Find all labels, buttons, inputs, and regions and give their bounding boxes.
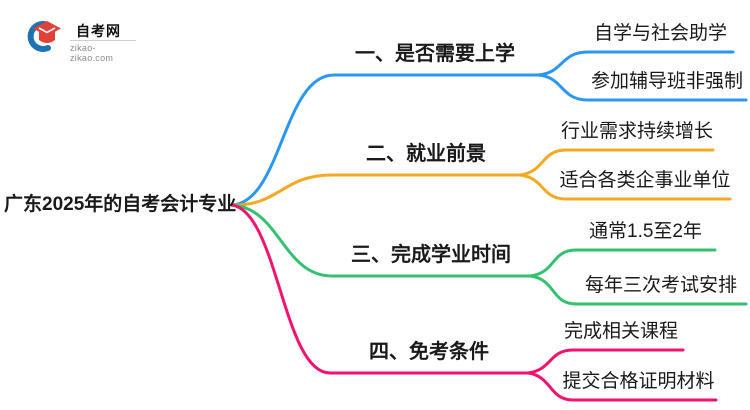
branch-2-child-2-label: 适合各类企事业单位 xyxy=(559,170,731,191)
logo-divider xyxy=(70,40,136,41)
branch-1-child-1-connector xyxy=(536,50,735,77)
branch-4-child-1-label: 完成相关课程 xyxy=(563,321,678,342)
branch-3-child-1-connector xyxy=(528,248,717,278)
graduation-cap-icon xyxy=(27,21,61,52)
branch-4-connector xyxy=(230,203,530,375)
logo-domain-text: zikao-zikao.com xyxy=(70,43,114,63)
branch-4-label: 四、免考条件 xyxy=(369,341,489,363)
central-topic: 广东2025年的自考会计专业 xyxy=(4,194,237,215)
branch-1-label: 一、是否需要上学 xyxy=(355,43,515,65)
branch-3-label: 三、完成学业时间 xyxy=(351,244,511,266)
branch-3-child-2-connector xyxy=(528,274,748,306)
branch-2-child-1-label: 行业需求持续增长 xyxy=(560,121,713,142)
branch-4-child-2-connector xyxy=(526,371,718,402)
site-logo: 自考网 zikao-zikao.com xyxy=(26,18,138,63)
branch-2-connector xyxy=(230,173,522,207)
branch-4-child-1-connector xyxy=(526,348,685,375)
branch-1-child-2-connector xyxy=(536,73,748,102)
branch-1-child-1-label: 自学与社会助学 xyxy=(593,23,727,44)
logo-site-name: 自考网 xyxy=(76,23,121,39)
branch-2-child-2-connector xyxy=(518,173,732,201)
branch-4-child-2-label: 提交合格证明材料 xyxy=(562,371,715,392)
branch-3-child-1-label: 通常1.5至2年 xyxy=(589,221,702,242)
branch-1-child-2-label: 参加辅导班非强制 xyxy=(590,71,743,92)
branch-2-label: 二、就业前景 xyxy=(366,143,486,165)
branch-3-connector xyxy=(230,203,532,278)
branch-3-child-2-label: 每年三次考试安排 xyxy=(584,275,737,296)
branch-2-child-1-connector xyxy=(518,148,715,177)
branch-1-connector xyxy=(230,73,540,207)
